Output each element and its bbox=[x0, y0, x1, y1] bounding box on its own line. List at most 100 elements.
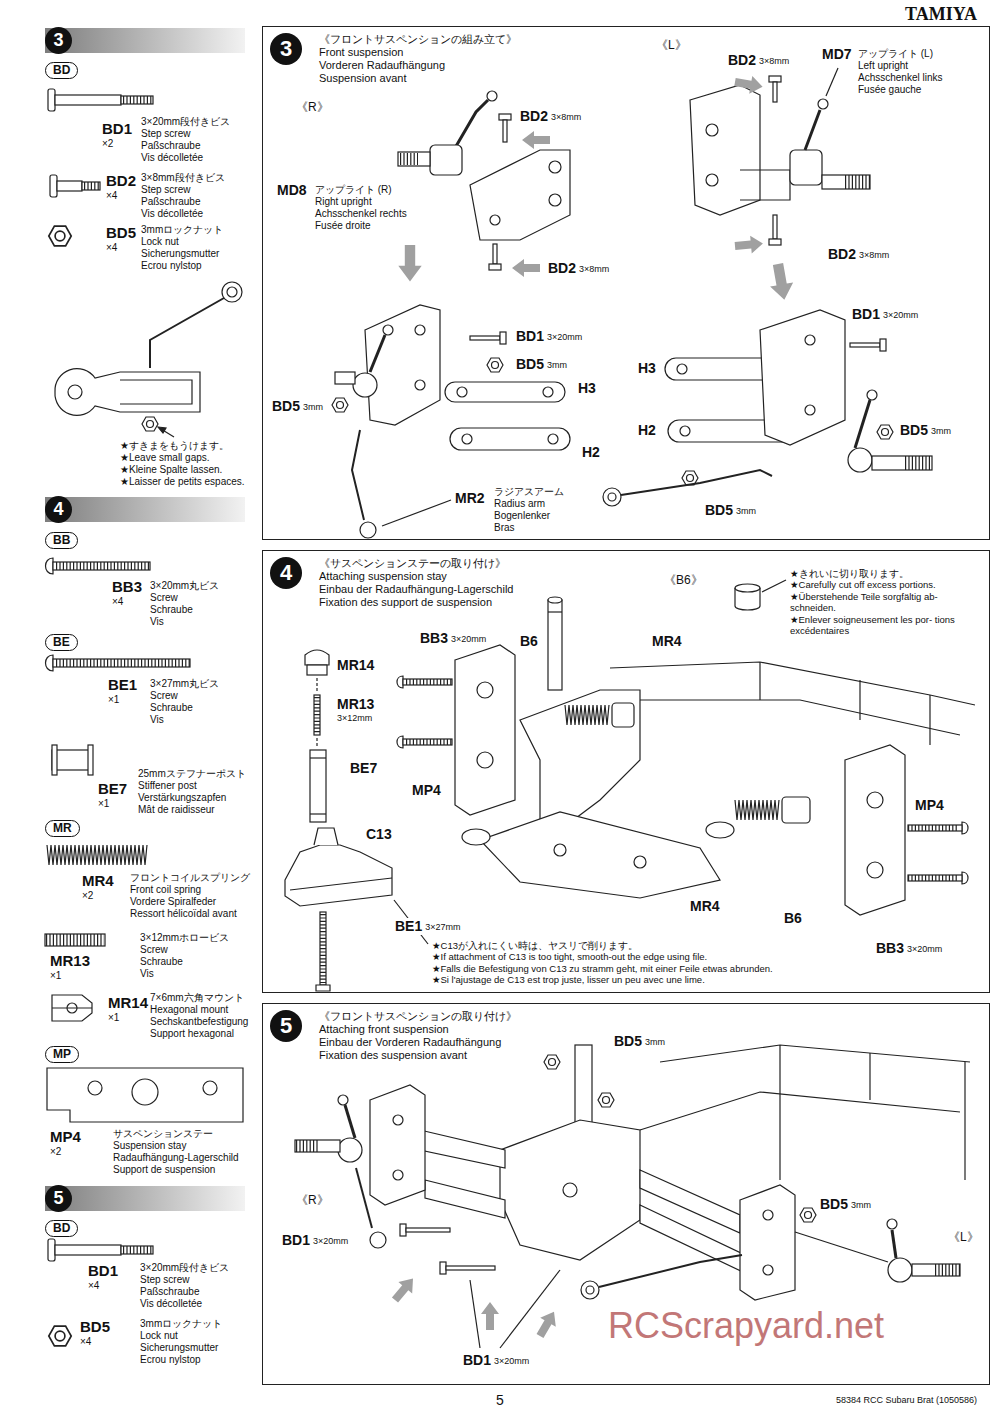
chassis-assembly bbox=[440, 1262, 446, 1274]
suspension-assembly bbox=[445, 382, 565, 402]
suspension-stay bbox=[477, 682, 493, 698]
label-text: 3×27mm bbox=[425, 922, 460, 933]
chassis-assembly bbox=[406, 1228, 450, 1232]
label-text: 3mm bbox=[931, 426, 951, 437]
chassis-assembly bbox=[425, 1180, 505, 1218]
part-number: BE1 bbox=[395, 918, 422, 935]
left-upright-exploded bbox=[769, 239, 781, 245]
chassis-assembly bbox=[599, 1255, 742, 1287]
chassis-assembly bbox=[470, 1280, 480, 1348]
label-text: 3×12mmホロービス bbox=[140, 932, 229, 944]
left-upright-exploded bbox=[773, 82, 777, 102]
round-screw bbox=[53, 562, 150, 570]
left-suspension-assembly bbox=[877, 425, 893, 439]
part-number: BD5 bbox=[272, 398, 300, 415]
upright-carrier bbox=[490, 215, 500, 225]
round-screw bbox=[403, 739, 452, 745]
step-heading: Fixation des support de suspension bbox=[319, 596, 513, 609]
label-text: Ecrou nylstop bbox=[140, 1354, 201, 1366]
chassis-assembly bbox=[763, 1265, 773, 1275]
label-text: Vis décolletée bbox=[141, 208, 203, 220]
step-circle: 4 bbox=[270, 557, 302, 589]
bag-code: MP bbox=[53, 1047, 71, 1062]
chassis-assembly bbox=[420, 1130, 505, 1168]
left-upright-exploded bbox=[818, 99, 828, 109]
left-suspension-assembly bbox=[880, 339, 886, 351]
label-text: Sechskantbefestigung bbox=[150, 1016, 248, 1028]
step-heading: Front suspension bbox=[319, 46, 517, 59]
step-screw bbox=[57, 181, 82, 191]
label-text: ×4 bbox=[88, 1280, 99, 1292]
label-text: ×2 bbox=[102, 138, 113, 150]
label-text: Support de suspension bbox=[113, 1164, 215, 1176]
left-suspension-assembly bbox=[850, 343, 880, 347]
label-text: 3×8mm bbox=[551, 112, 581, 123]
round-screw bbox=[406, 679, 452, 685]
chassis bbox=[640, 700, 960, 735]
chassis-assembly bbox=[869, 1053, 870, 1100]
label-text: 3×20mm bbox=[883, 310, 918, 321]
chassis bbox=[929, 695, 930, 745]
part-number: MR4 bbox=[652, 633, 682, 650]
label-text: 3×8mm bbox=[759, 56, 789, 67]
label-text: ×4 bbox=[106, 242, 117, 254]
step-screw bbox=[55, 95, 121, 105]
gray-arrow bbox=[522, 131, 550, 149]
radius-arm-detail bbox=[68, 385, 82, 399]
screw bbox=[499, 114, 511, 142]
suspension-assembly bbox=[365, 305, 440, 425]
part-number: MR4 bbox=[82, 872, 114, 890]
bag-code: BD bbox=[53, 1221, 70, 1236]
part-number: MR2 bbox=[455, 490, 485, 507]
part-number: BD5 bbox=[80, 1318, 110, 1336]
left-suspension-assembly bbox=[805, 335, 815, 345]
exploded-post-stack bbox=[305, 650, 329, 665]
part-number: MP4 bbox=[915, 797, 944, 814]
chassis bbox=[554, 844, 566, 856]
left-upright-exploded bbox=[769, 76, 781, 82]
radius-arm-detail bbox=[150, 298, 224, 368]
chassis bbox=[548, 611, 562, 612]
step-screw bbox=[48, 1239, 55, 1261]
parts-bag: BE bbox=[45, 634, 78, 651]
step-number: 3 bbox=[270, 33, 302, 65]
part-number: H3 bbox=[578, 380, 596, 397]
part-number: BD2 bbox=[106, 172, 136, 190]
radius-arm-detail bbox=[55, 282, 242, 437]
suspension-assembly bbox=[382, 500, 451, 526]
upright-carrier bbox=[549, 194, 561, 206]
label-text: 3×20mm bbox=[907, 944, 942, 955]
label-text: Support hexagonal bbox=[150, 1028, 234, 1040]
label-text: Paßschraube bbox=[140, 1286, 199, 1298]
chassis-assembly bbox=[500, 1270, 560, 1348]
label-text: Lock nut bbox=[140, 1330, 178, 1342]
parts-bag: BB bbox=[45, 532, 78, 549]
label-text: ×1 bbox=[50, 970, 61, 982]
label-text: 《B6》 bbox=[664, 573, 703, 587]
label-text: ★Si l'ajustage de C13 est trop juste, li… bbox=[432, 974, 705, 985]
screw bbox=[499, 114, 511, 120]
chassis-assembly bbox=[295, 1140, 340, 1152]
chassis bbox=[610, 662, 975, 705]
part-number: MR4 bbox=[690, 898, 720, 915]
step-screw bbox=[123, 96, 153, 104]
label-text: Fusée gauche bbox=[858, 84, 921, 96]
chassis bbox=[706, 822, 734, 838]
label-text: Bras bbox=[494, 522, 515, 534]
label-text: ラジアスアーム bbox=[494, 486, 564, 498]
label-text: 3×20mm bbox=[451, 634, 486, 645]
label-text: ×1 bbox=[98, 798, 109, 810]
exploded-post-stack bbox=[285, 845, 392, 906]
label-text: 3mmロックナット bbox=[141, 224, 223, 236]
label-text: Vis bbox=[140, 968, 154, 980]
label-text: Hexagonal mount bbox=[150, 1004, 228, 1016]
part-number: MD8 bbox=[277, 182, 307, 199]
chassis-assembly bbox=[400, 1224, 406, 1236]
label-text: Radaufhängung-Lagerschild bbox=[113, 1152, 239, 1164]
screw bbox=[503, 120, 507, 142]
step-screw bbox=[84, 182, 100, 190]
label-text: 3×8mm bbox=[579, 264, 609, 275]
round-screw bbox=[53, 659, 190, 667]
chassis-assembly bbox=[338, 1095, 348, 1105]
step-screw bbox=[50, 175, 100, 197]
